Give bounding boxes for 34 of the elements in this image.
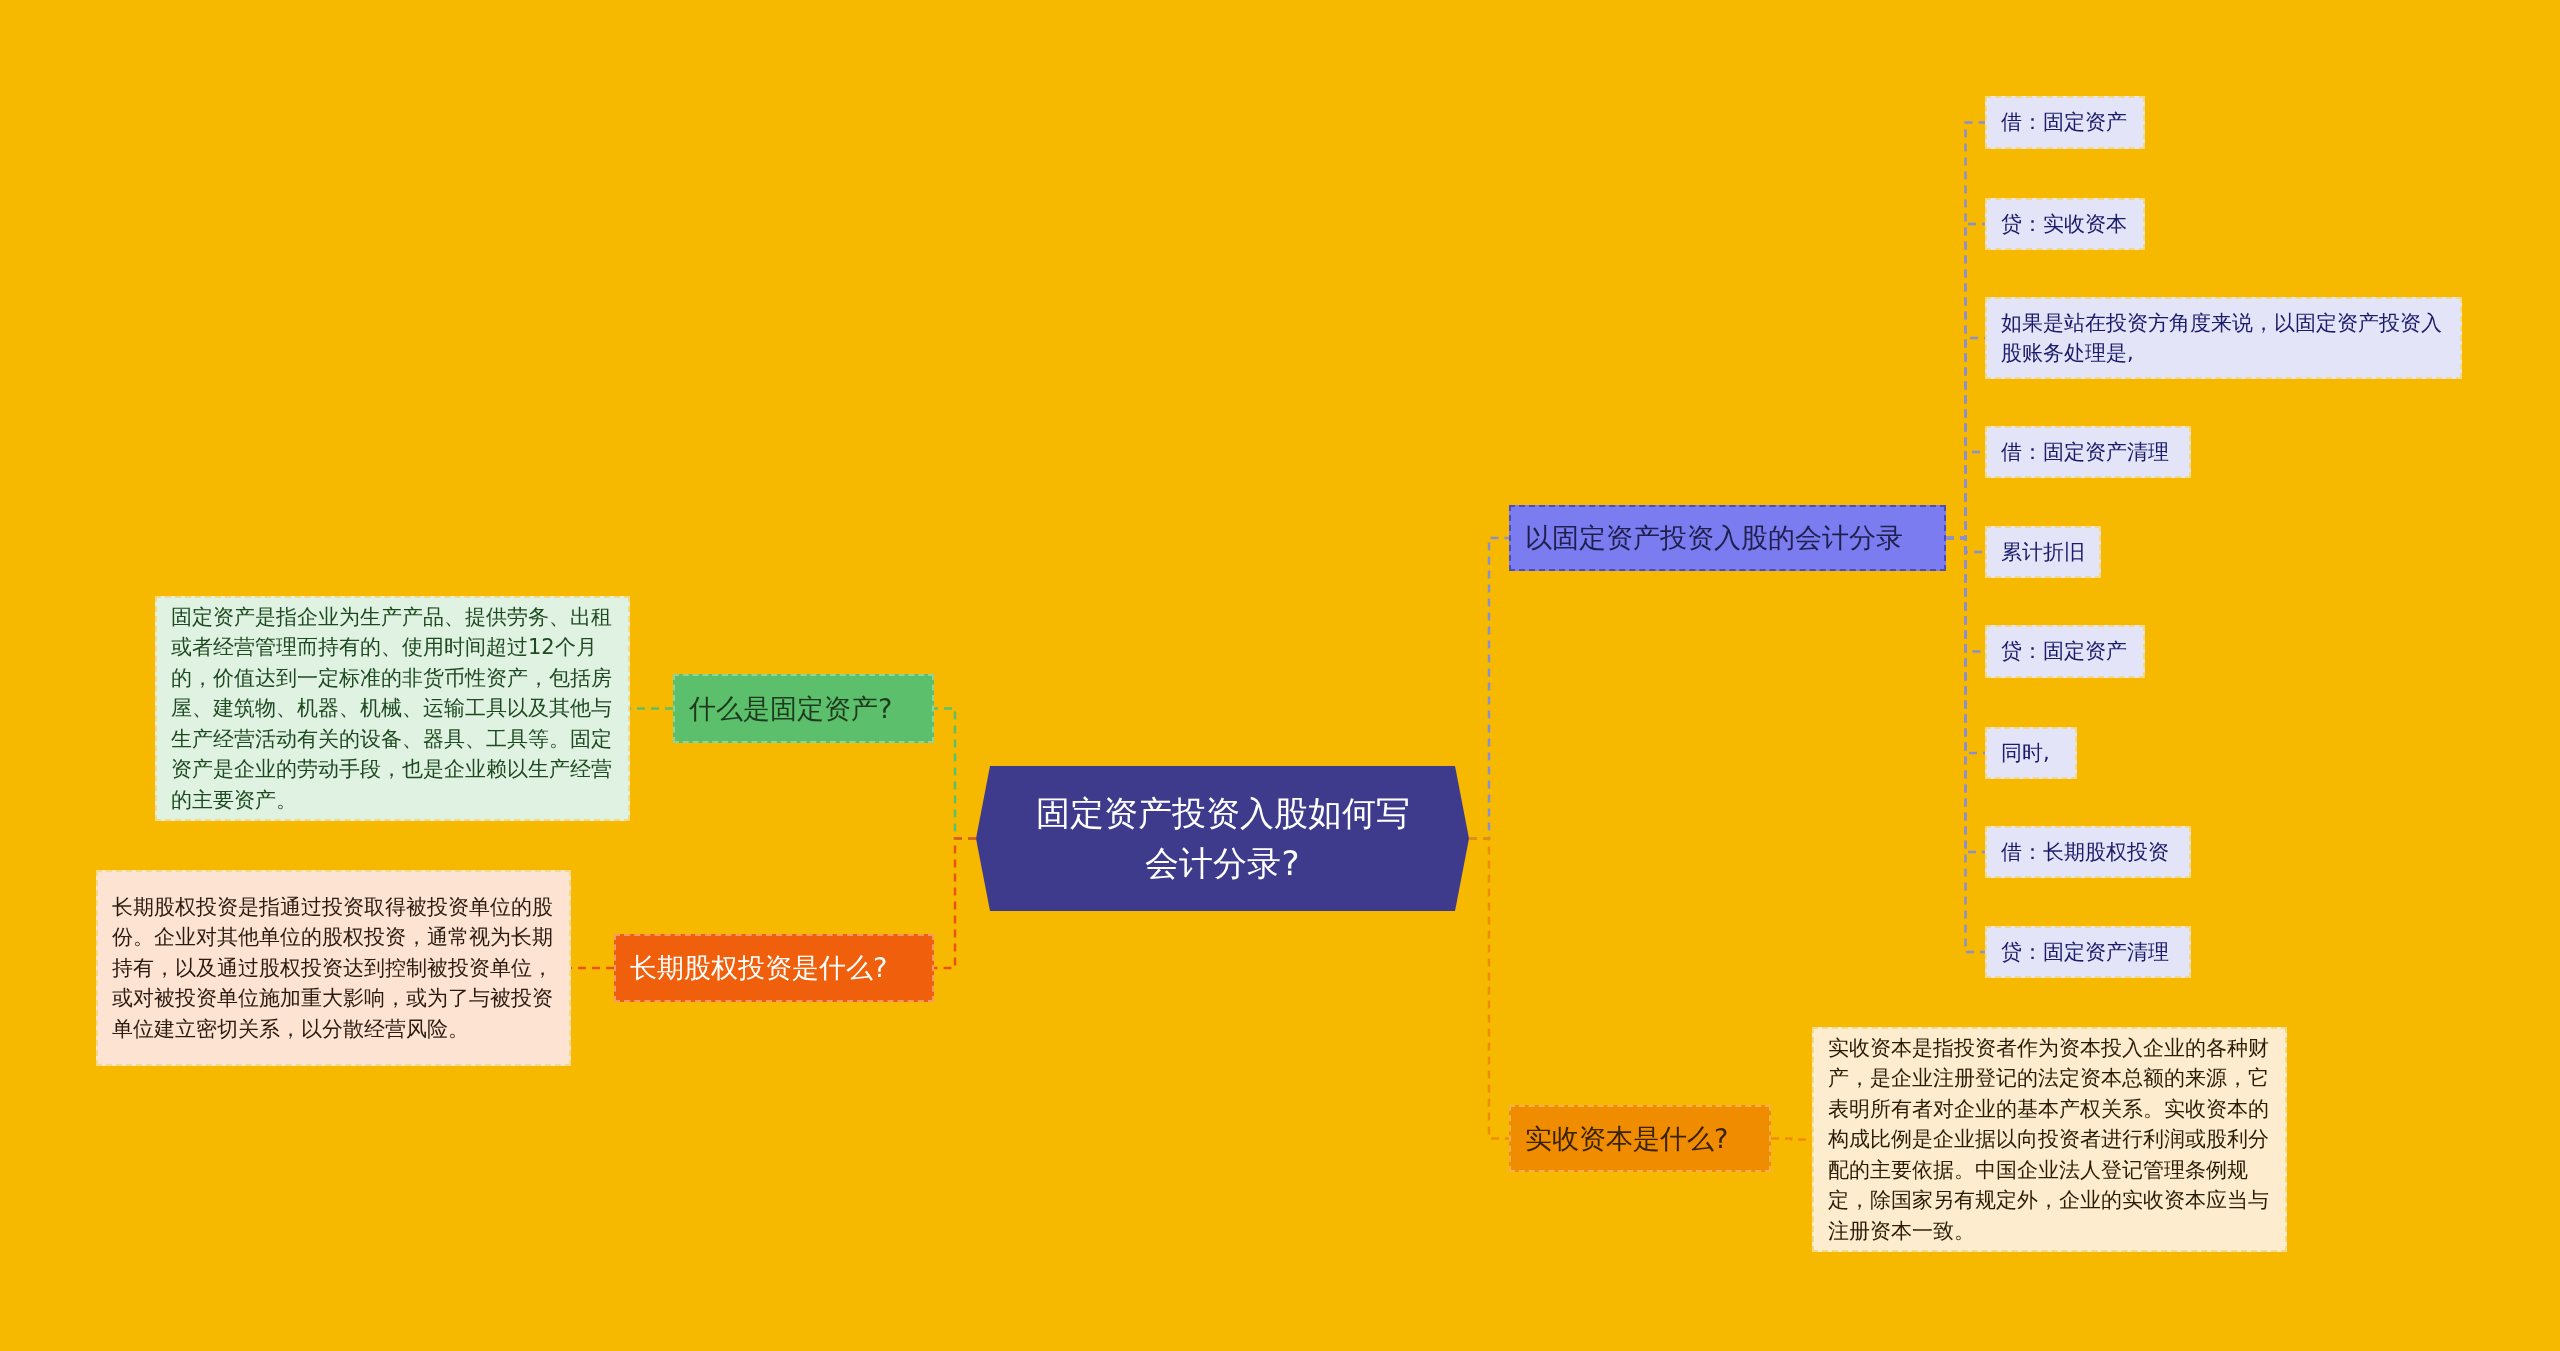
connector-line — [1469, 837, 1509, 1140]
topic-text: 固定资产投资入股如何写会计分录? — [1034, 792, 1411, 885]
entry-box — [1985, 727, 2077, 779]
topic-text: 实收资本是什么? — [1525, 1121, 1729, 1156]
note-text: 实收资本是指投资者作为资本投入企业的各种财产，是企业注册登记的法定资本总额的来源，它表明所有者对企业的基本产权关系。实收资本的构成比例是企业据以向投资者进行利润或股利分配的主要依据。中国企业法人登记管理条例规定，除国家另有规定外，企业的实收资本应当与注册资本一致。 — [1828, 1034, 2270, 1245]
entry-box — [1985, 826, 2191, 878]
topic-text: 同时, — [2001, 739, 2050, 767]
entry-box — [1985, 96, 2145, 149]
topic-text: 什么是固定资产? — [689, 691, 893, 726]
topic-box — [614, 934, 934, 1002]
topic-text: 长期股权投资是什么? — [630, 951, 888, 986]
topic-text: 累计折旧 — [2001, 538, 2085, 566]
entry-box — [1985, 625, 2145, 678]
topic-text: 借：长期股权投资 — [2001, 838, 2169, 866]
topic-text: 贷：实收资本 — [2001, 210, 2127, 238]
entry-box — [1985, 297, 2462, 379]
entry-box — [1985, 426, 2191, 478]
topic-box — [1509, 505, 1946, 571]
connector-line — [1946, 536, 1985, 954]
topic-text: 贷：固定资产清理 — [2001, 938, 2169, 966]
entry-box — [1985, 926, 2191, 978]
topic-text: 以固定资产投资入股的会计分录 — [1525, 521, 1903, 556]
note-box — [96, 870, 571, 1066]
topic-text: 如果是站在投资方角度来说，以固定资产投资入股账务处理是, — [2001, 309, 2443, 367]
topic-text: 贷：固定资产 — [2001, 638, 2127, 666]
topic-text: 借：固定资产清理 — [2001, 438, 2169, 466]
connector-line — [934, 837, 976, 970]
entry-box — [1985, 198, 2145, 250]
entry-box — [1985, 526, 2101, 578]
topic-text: 借：固定资产 — [2001, 109, 2127, 137]
topic-box — [1509, 1105, 1771, 1172]
topic-box — [673, 674, 934, 743]
note-text: 固定资产是指企业为生产产品、提供劳务、出租或者经营管理而持有的、使用时间超过12个月的，价值达到一定标准的非货币性资产，包括房屋、建筑物、机器、机械、运输工具以及其他与生产经营活动有关的设备、器具、工具等。固定资产是企业的劳动手段，也是企业赖以生产经营的主要资产。 — [171, 603, 613, 814]
note-text: 长期股权投资是指通过投资取得被投资单位的股份。企业对其他单位的股权投资，通常视为长期持有，以及通过股权投资达到控制被投资单位，或对被投资单位施加重大影响，或为了与被投资单位建立密切关系，以分散经营风险。 — [112, 893, 554, 1043]
